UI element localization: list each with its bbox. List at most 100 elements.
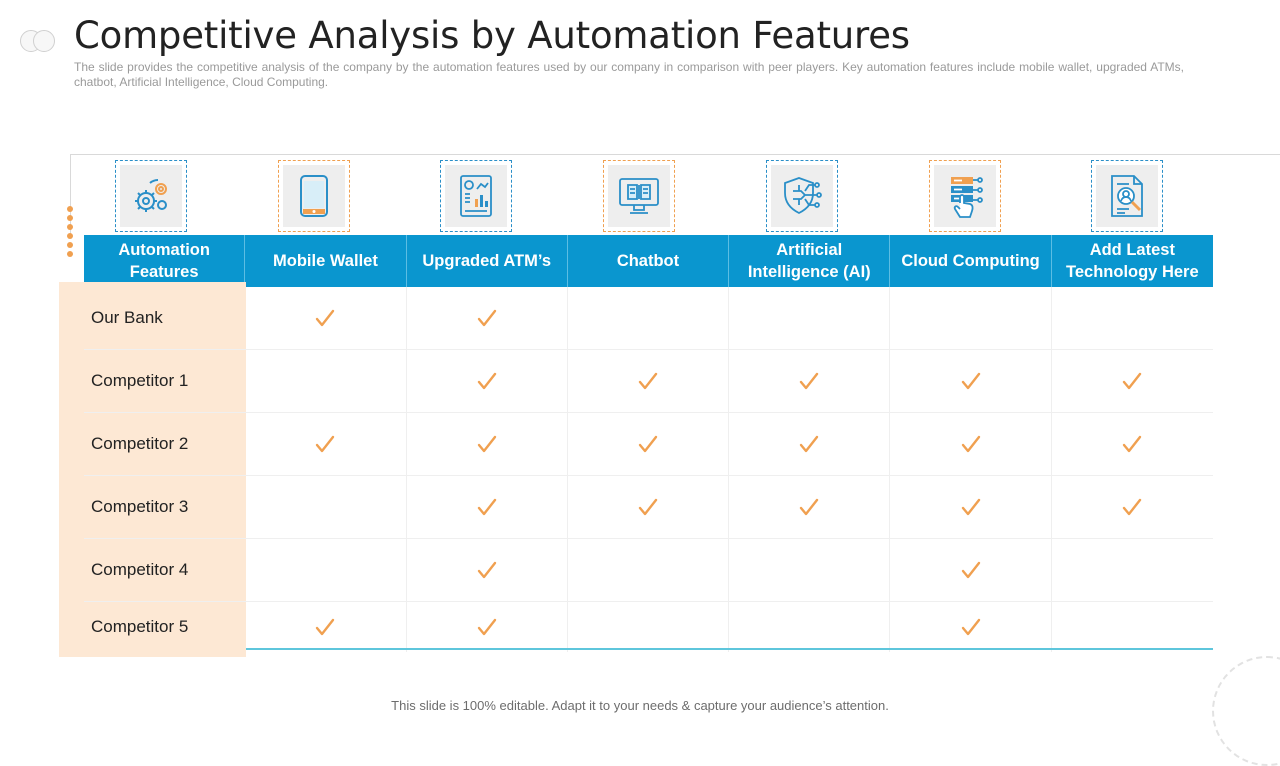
cloud-server-hand-icon (951, 177, 983, 218)
table-cell (890, 539, 1052, 601)
footer-note: This slide is 100% editable. Adapt it to… (391, 698, 889, 713)
checkmark-icon (1121, 433, 1143, 455)
row-label-background (59, 282, 246, 657)
checkmark-icon (314, 433, 336, 455)
table-cell (568, 476, 730, 538)
table-cell (729, 539, 891, 601)
checkmark-icon (314, 616, 336, 638)
table-cell (568, 413, 730, 475)
ai-shield-circuit-icon (784, 177, 822, 215)
table-cell (568, 350, 730, 412)
table-cell (407, 539, 568, 601)
table-row: Competitor 5 (84, 602, 1213, 652)
table-cell (729, 476, 891, 538)
table-cell (245, 602, 407, 652)
atm-report-icon-box (440, 160, 512, 232)
checkmark-icon (476, 559, 498, 581)
table-cell (407, 476, 568, 538)
chatbot-computer-icon-box (603, 160, 675, 232)
table-row: Competitor 3 (84, 476, 1213, 539)
mobile-phone-icon (300, 175, 328, 217)
table-cell (890, 287, 1052, 349)
table-cell (1052, 539, 1213, 601)
table-cell (729, 602, 891, 652)
table-bottom-line (246, 648, 1213, 650)
checkmark-icon (476, 307, 498, 329)
table-cell (1052, 602, 1213, 652)
checkmark-icon (798, 496, 820, 518)
table-cell (245, 539, 407, 601)
frame-left-line (70, 154, 71, 234)
header-chatbot: Chatbot (568, 235, 730, 287)
table-cell (890, 602, 1052, 652)
table-cell (890, 350, 1052, 412)
page-title: Competitive Analysis by Automation Featu… (74, 14, 910, 57)
checkmark-icon (1121, 496, 1143, 518)
row-label: Competitor 5 (91, 617, 189, 636)
checkmark-icon (637, 433, 659, 455)
gears-icon (135, 178, 167, 212)
atm-report-icon (460, 175, 492, 217)
checkmark-icon (960, 433, 982, 455)
chatbot-computer-icon (619, 178, 659, 214)
table-cell (890, 413, 1052, 475)
checkmark-icon (314, 307, 336, 329)
gears-icon-box (115, 160, 187, 232)
table-cell (245, 287, 407, 349)
table-row: Competitor 1 (84, 350, 1213, 413)
table-cell (1052, 350, 1213, 412)
checkmark-icon (798, 433, 820, 455)
checkmark-icon (798, 370, 820, 392)
checkmark-icon (476, 370, 498, 392)
checkmark-icon (960, 496, 982, 518)
table-cell (407, 287, 568, 349)
row-label: Our Bank (91, 308, 163, 327)
checkmark-icon (1121, 370, 1143, 392)
table-cell (729, 287, 891, 349)
table-cell (729, 350, 891, 412)
mobile-phone-icon-box (278, 160, 350, 232)
checkmark-icon (960, 370, 982, 392)
table-cell (568, 539, 730, 601)
latest-tech-document-icon-box (1091, 160, 1163, 232)
table-cell (729, 413, 891, 475)
checkmark-icon (960, 616, 982, 638)
table-cell (568, 602, 730, 652)
header-cloud-computing: Cloud Computing (890, 235, 1052, 287)
frame-top-line (70, 154, 1280, 155)
table-row: Competitor 4 (84, 539, 1213, 602)
checkmark-icon (476, 496, 498, 518)
table-cell (568, 287, 730, 349)
table-cell (245, 350, 407, 412)
row-label: Competitor 1 (91, 371, 189, 390)
checkmark-icon (960, 559, 982, 581)
table-cell (407, 602, 568, 652)
table-cell (245, 476, 407, 538)
row-label: Competitor 4 (91, 560, 189, 579)
ai-shield-circuit-icon-box (766, 160, 838, 232)
table-cell (407, 413, 568, 475)
page-subtitle: The slide provides the competitive analy… (74, 60, 1184, 89)
decorative-dots (67, 206, 75, 260)
latest-tech-document-icon (1111, 175, 1143, 217)
logo-circles (20, 30, 56, 52)
table-row: Competitor 2 (84, 413, 1213, 476)
checkmark-icon (637, 370, 659, 392)
table-cell (245, 413, 407, 475)
checkmark-icon (476, 616, 498, 638)
table-cell (890, 476, 1052, 538)
table-row: Our Bank (84, 287, 1213, 350)
checkmark-icon (476, 433, 498, 455)
table-cell (407, 350, 568, 412)
header-artificial-intelligence: Artificial Intelligence (AI) (729, 235, 891, 287)
row-label: Competitor 2 (91, 434, 189, 453)
header-add-latest-technology: Add Latest Technology Here (1066, 241, 1199, 281)
cloud-server-hand-icon-box (929, 160, 1001, 232)
checkmark-icon (637, 496, 659, 518)
table-header: Automation Features Mobile Wallet Upgrad… (84, 235, 1213, 287)
header-upgraded-atms: Upgraded ATM’s (407, 235, 568, 287)
table-cell (1052, 413, 1213, 475)
row-label: Competitor 3 (91, 497, 189, 516)
header-mobile-wallet: Mobile Wallet (245, 235, 407, 287)
